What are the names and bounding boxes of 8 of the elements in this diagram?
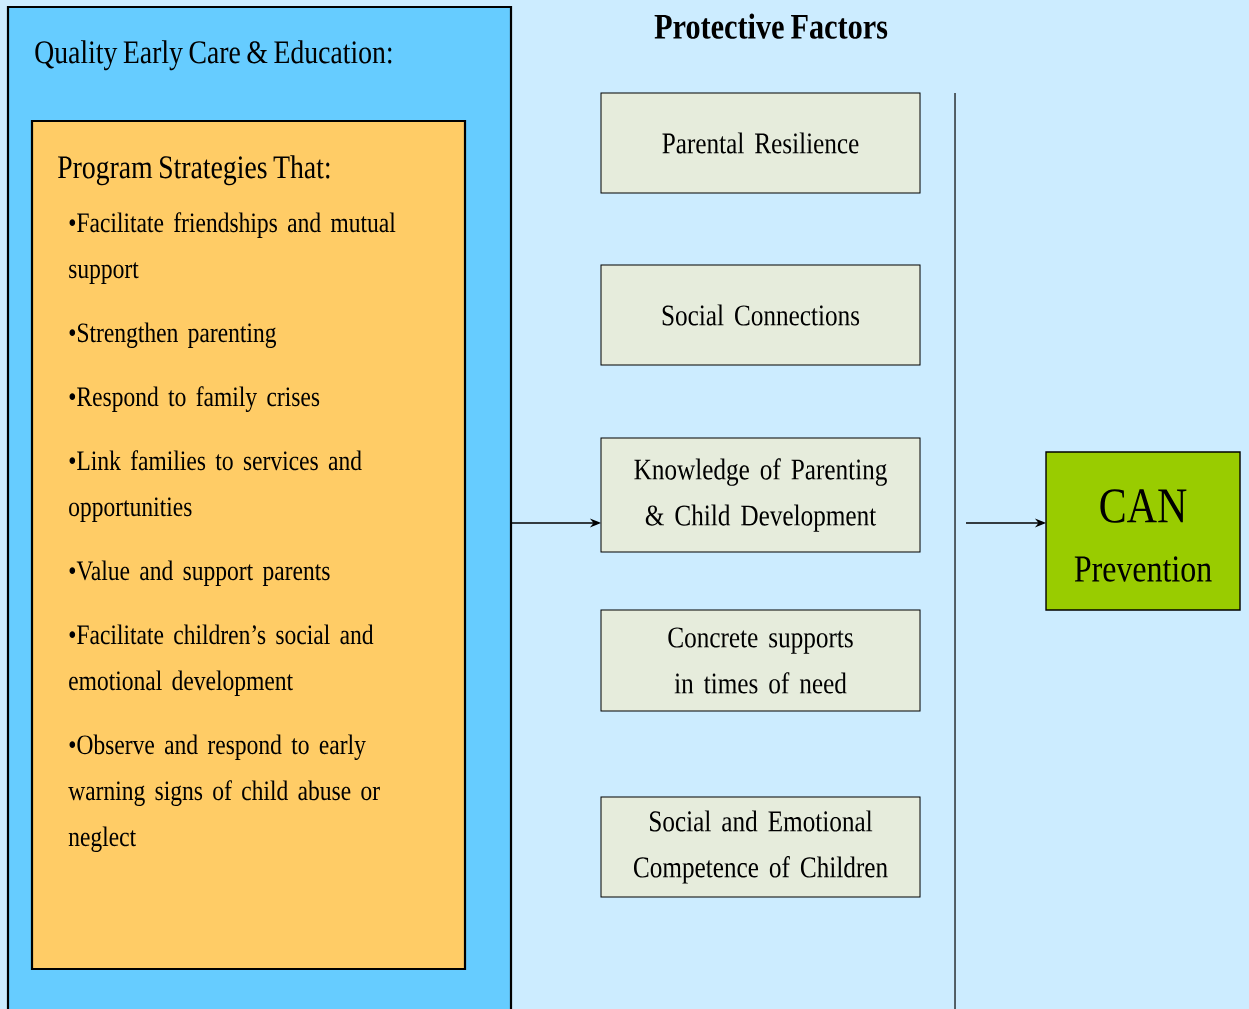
factor-box: Concrete supports in times of need: [600, 609, 921, 712]
factor-box: Social Connections: [600, 264, 921, 366]
heading: Protective Factors: [654, 13, 888, 39]
strategy-box: Program Strategies That: •Facilitate friendships and mutual support •Strengthen parenting •Respond to family crises •Link families to services and opportunities •Value and support parents •Facilitate children’s social and emotional development •Observe and respond to early warning signs of child abuse or neglect: [30, 119, 467, 971]
factor-box: Social and Emotional Competence of Children: [600, 796, 921, 898]
outcome-box: CAN Prevention: [1045, 451, 1241, 611]
factor-box: Parental Resilience: [600, 92, 921, 194]
factor-box: Knowledge of Parenting & Child Development: [600, 437, 921, 553]
